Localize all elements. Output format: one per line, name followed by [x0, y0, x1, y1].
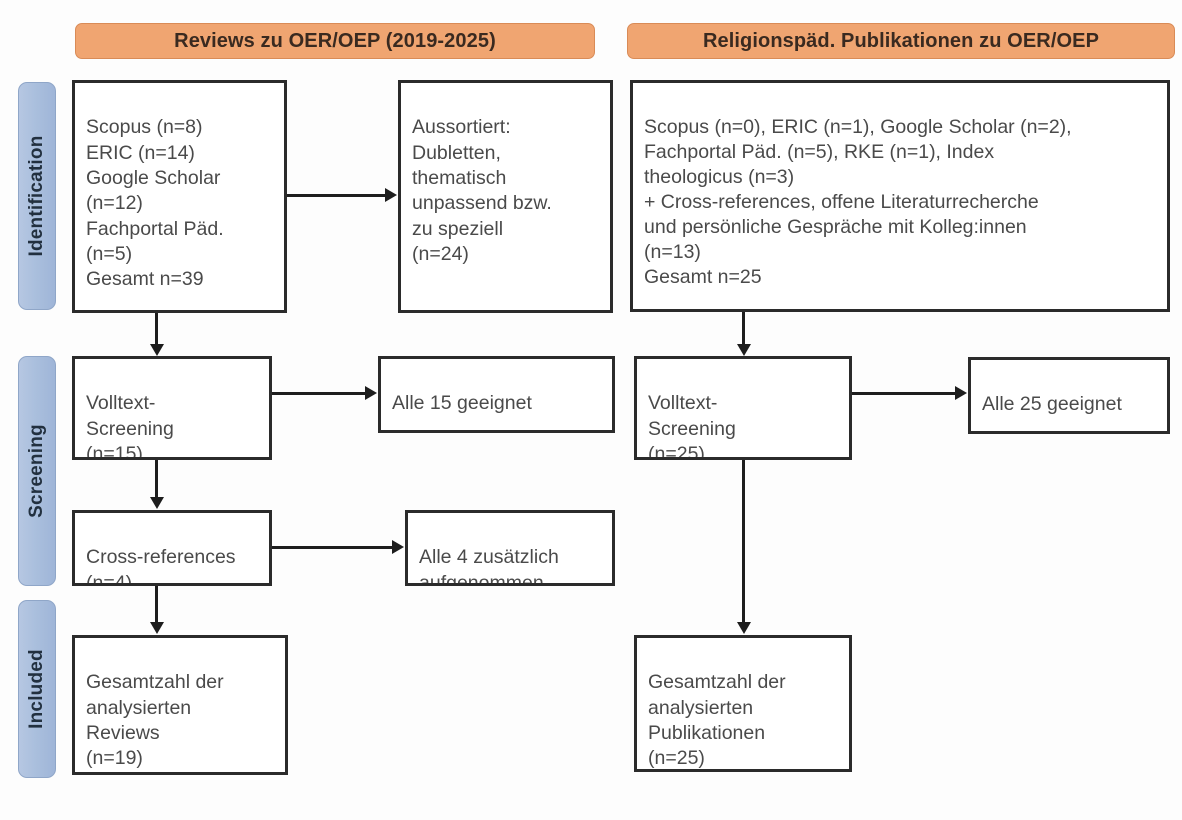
connector-left-screening-to-result: [272, 392, 366, 395]
box-left-excluded: Aussortiert: Dubletten, thematisch unpas…: [398, 80, 613, 313]
box-left-crossrefs-text: Cross-references (n=4): [86, 546, 236, 586]
box-right-screening: Volltext- Screening (n=25): [634, 356, 852, 460]
arrowhead-left-identification-to-excluded: [385, 188, 397, 202]
connector-left-crossrefs-to-result: [272, 546, 393, 549]
box-left-crossrefs: Cross-references (n=4): [72, 510, 272, 586]
connector-right-screening-to-included: [742, 460, 745, 623]
stage-label-included: Included: [26, 649, 47, 729]
arrowhead-right-screening-to-included: [737, 622, 751, 634]
column-header-left: Reviews zu OER/OEP (2019-2025): [75, 23, 595, 59]
box-left-crossrefs-result-text: Alle 4 zusätzlich aufgenommen: [419, 546, 559, 586]
stage-label-identification: Identification: [26, 135, 47, 257]
connector-left-screening-to-crossrefs: [155, 460, 158, 498]
box-left-crossrefs-result: Alle 4 zusätzlich aufgenommen: [405, 510, 615, 586]
box-right-screening-text: Volltext- Screening (n=25): [648, 392, 736, 460]
connector-left-crossrefs-to-included: [155, 586, 158, 623]
box-left-included-text: Gesamtzahl der analysierten Reviews (n=1…: [86, 671, 224, 770]
arrowhead-right-identification-to-screening: [737, 344, 751, 356]
box-left-screening-result: Alle 15 geeignet: [378, 356, 615, 433]
arrowhead-right-screening-to-result: [955, 386, 967, 400]
box-right-included: Gesamtzahl der analysierten Publikatione…: [634, 635, 852, 772]
box-right-screening-result: Alle 25 geeignet: [968, 357, 1170, 434]
stage-label-screening: Screening: [26, 424, 47, 518]
stage-pill-included: Included: [18, 600, 56, 778]
stage-pill-identification: Identification: [18, 82, 56, 310]
connector-right-screening-to-result: [852, 392, 956, 395]
arrowhead-left-screening-to-result: [365, 386, 377, 400]
arrowhead-left-crossrefs-to-included: [150, 622, 164, 634]
connector-right-identification-to-screening: [742, 312, 745, 345]
arrowhead-left-screening-to-crossrefs: [150, 497, 164, 509]
connector-left-identification-to-excluded: [287, 194, 386, 197]
box-left-included: Gesamtzahl der analysierten Reviews (n=1…: [72, 635, 288, 775]
box-right-screening-result-text: Alle 25 geeignet: [982, 393, 1122, 416]
box-left-identification-text: Scopus (n=8) ERIC (n=14) Google Scholar …: [86, 116, 224, 291]
box-left-screening: Volltext- Screening (n=15): [72, 356, 272, 460]
box-left-screening-text: Volltext- Screening (n=15): [86, 392, 174, 460]
box-left-identification: Scopus (n=8) ERIC (n=14) Google Scholar …: [72, 80, 287, 313]
stage-pill-screening: Screening: [18, 356, 56, 586]
box-right-identification: Scopus (n=0), ERIC (n=1), Google Scholar…: [630, 80, 1170, 312]
box-left-excluded-text: Aussortiert: Dubletten, thematisch unpas…: [412, 116, 552, 266]
arrowhead-left-crossrefs-to-result: [392, 540, 404, 554]
column-header-right: Religionspäd. Publikationen zu OER/OEP: [627, 23, 1175, 59]
connector-left-identification-to-screening: [155, 313, 158, 345]
box-right-included-text: Gesamtzahl der analysierten Publikatione…: [648, 671, 786, 770]
box-right-identification-text: Scopus (n=0), ERIC (n=1), Google Scholar…: [644, 115, 1072, 288]
arrowhead-left-identification-to-screening: [150, 344, 164, 356]
box-left-screening-result-text: Alle 15 geeignet: [392, 392, 532, 415]
